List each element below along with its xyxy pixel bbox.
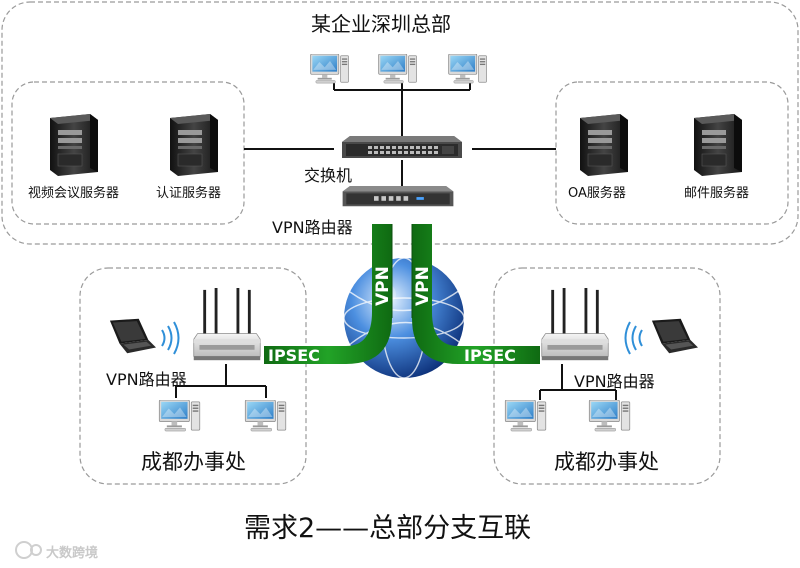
- branch-right-computer-icon: [588, 400, 631, 432]
- ipsec-label-right: IPSEC: [464, 346, 516, 365]
- hq-left-server-zone: [11, 81, 245, 225]
- branch-left-wifi-icon: [161, 321, 180, 355]
- branch-left-computer-icon: [158, 400, 201, 432]
- vpn-tunnels: [264, 224, 540, 364]
- hq-switch-label: 交换机: [304, 166, 353, 185]
- hq-left-server-label: 视频会议服务器: [28, 186, 120, 201]
- vpn-tunnel-label-left: VPN: [373, 266, 393, 306]
- branch-left-wiring: [175, 364, 267, 398]
- branch-right-zone-frame: [493, 267, 721, 485]
- branch-right-router-icon: [541, 288, 609, 361]
- hq-computer-icon: [448, 54, 487, 84]
- hq-right-server-label: 邮件服务器: [684, 186, 750, 201]
- branch-right-office-name: 成都办事处: [554, 450, 659, 474]
- watermark-logo-icon: [15, 541, 42, 559]
- branch-left-router-label: VPN路由器: [106, 370, 187, 389]
- branch-left-laptop-icon: [109, 318, 156, 354]
- hq-right-server-label: OA服务器: [568, 186, 626, 201]
- branch-left-computer-icon: [244, 400, 287, 432]
- branch-right-laptop-icon: [651, 318, 698, 354]
- hq-wiring: [244, 82, 556, 188]
- hq-right-server-zone: [555, 81, 789, 225]
- branch-left-zone-frame: [79, 267, 307, 485]
- branch-right-wifi-icon: [624, 321, 643, 355]
- branch-right-wiring: [539, 364, 617, 400]
- mail-server-icon: [693, 113, 743, 176]
- branch-right-computer-icon: [504, 400, 547, 432]
- auth-server-icon: [169, 113, 219, 176]
- hq-computer-icon: [378, 54, 417, 84]
- vpn-tunnel-label-right: VPN: [413, 266, 433, 306]
- hq-vpn-router-icon: [342, 186, 454, 207]
- watermark-text: 大数跨境: [46, 546, 99, 561]
- diagram-caption: 需求2——总部分支互联: [244, 513, 532, 544]
- oa-server-icon: [579, 113, 629, 176]
- hq-computer-icon: [310, 54, 349, 84]
- branch-left-office-name: 成都办事处: [141, 450, 246, 474]
- branch-right-router-label: VPN路由器: [574, 372, 655, 391]
- branch-left-router-icon: [193, 288, 261, 361]
- hq-switch-icon: [342, 136, 462, 158]
- hq-left-server-label: 认证服务器: [156, 186, 222, 201]
- hq-zone-frame: [1, 1, 799, 245]
- hq-title: 某企业深圳总部: [311, 12, 451, 36]
- hq-router-label: VPN路由器: [272, 218, 353, 237]
- video-conference-server-icon: [49, 113, 99, 176]
- ipsec-label-left: IPSEC: [268, 346, 320, 365]
